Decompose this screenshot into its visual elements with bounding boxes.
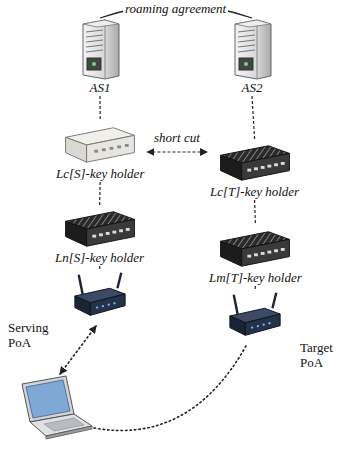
key-holder-node: Lc[S]-key holder: [56, 122, 144, 181]
connector: [252, 96, 255, 139]
device-icon: [75, 18, 125, 80]
device-icon: [227, 18, 277, 80]
node-label: AS1: [90, 80, 111, 95]
node-label: Ln[S]-key holder: [55, 250, 144, 265]
device-icon: [71, 272, 129, 320]
node-label: Lc[T]-key holder: [210, 184, 299, 199]
access-point-node: Serving PoA: [8, 272, 129, 350]
server-node: AS1: [75, 18, 125, 95]
device-icon: [216, 226, 294, 270]
edge-label: short cut: [152, 131, 202, 145]
key-holder-node: Ln[S]-key holder: [55, 206, 144, 265]
key-holder-node: Lc[T]-key holder: [210, 140, 299, 199]
wireless-link: [60, 326, 96, 374]
key-holder-node: Lm[T]-key holder: [209, 226, 302, 285]
server-node: AS2: [227, 18, 277, 95]
node-label: Lc[S]-key holder: [56, 166, 144, 181]
connector: [254, 200, 256, 225]
laptop-icon: [22, 376, 92, 439]
handover-path: [94, 346, 246, 430]
connector: [99, 266, 101, 271]
connector: [99, 96, 100, 121]
device-icon: [61, 122, 139, 166]
node-label: Serving PoA: [8, 320, 58, 350]
edge-label: roaming agreement: [123, 2, 228, 16]
node-label: Target PoA: [300, 340, 350, 370]
device-icon: [226, 292, 284, 340]
connector: [147, 151, 207, 152]
node-label: Lm[T]-key holder: [209, 270, 302, 285]
device-icon: [216, 140, 294, 184]
device-icon: [61, 206, 139, 250]
node-label: AS2: [242, 80, 263, 95]
connector: [254, 286, 256, 291]
connector: [99, 182, 101, 205]
access-point-node: Target PoA: [226, 292, 350, 370]
